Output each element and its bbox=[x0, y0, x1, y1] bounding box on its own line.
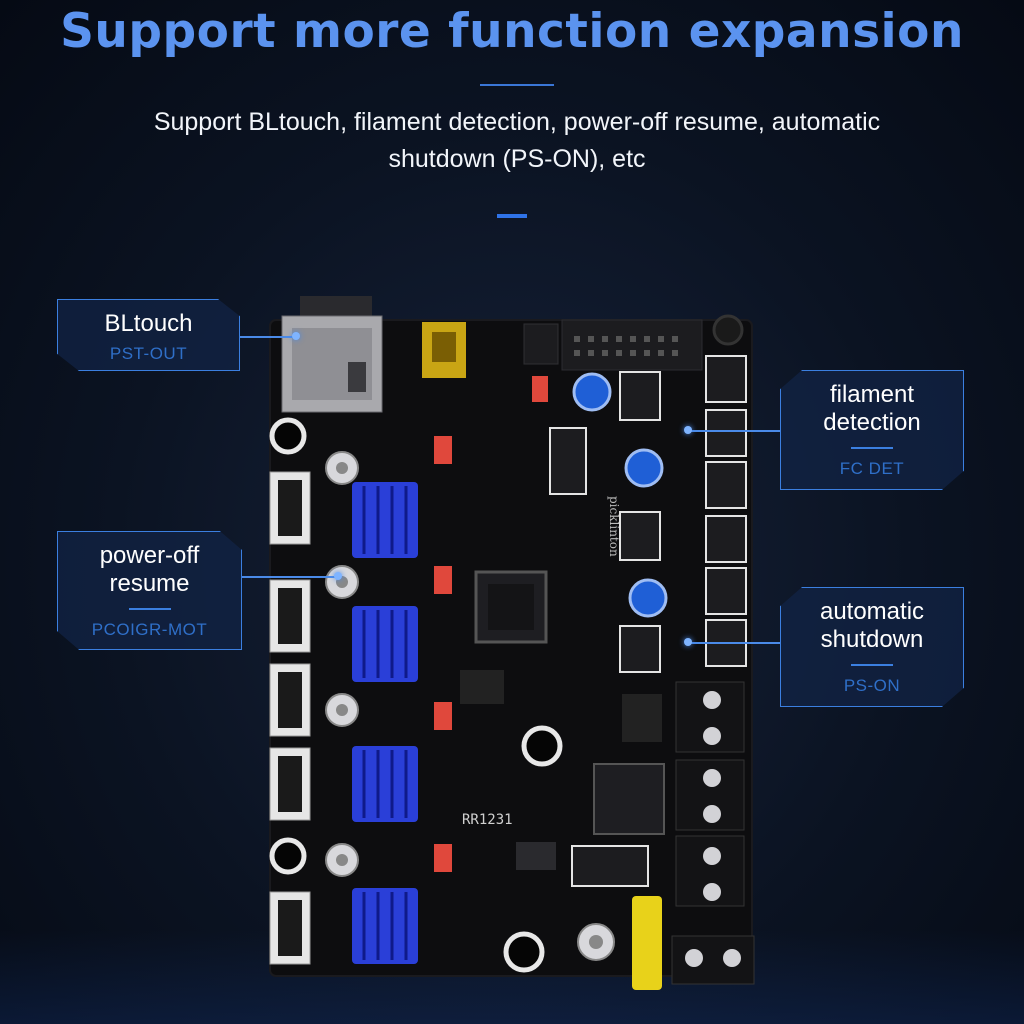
connector-shutdown bbox=[690, 642, 780, 644]
callout-power-off-label-2: resume bbox=[109, 570, 190, 597]
callout-bltouch: BLtouch PST-OUT bbox=[57, 299, 240, 371]
yellow-jumper bbox=[632, 896, 662, 990]
title-divider bbox=[480, 84, 554, 86]
mount-hole bbox=[521, 725, 563, 767]
callout-shutdown-rule bbox=[851, 664, 893, 666]
callout-power-off-rule bbox=[128, 608, 171, 610]
connector-dot-bltouch bbox=[292, 332, 300, 340]
subtitle-line-2: shutdown (PS-ON), etc bbox=[388, 145, 646, 173]
callout-power-off-port: PCOIGR-MOT bbox=[91, 620, 208, 639]
callout-shutdown: automatic shutdown PS-ON bbox=[780, 587, 964, 707]
stepper-pots bbox=[325, 451, 615, 961]
subtitle-divider bbox=[497, 214, 527, 218]
mainboard-illustration: RR1231 picklinton bbox=[262, 296, 762, 996]
page-title: Support more function expansion bbox=[60, 4, 964, 59]
callout-bltouch-label: BLtouch bbox=[104, 310, 193, 337]
callout-filament-label-2: detection bbox=[823, 409, 921, 436]
callout-shutdown-label-1: automatic bbox=[819, 598, 925, 625]
connector-bltouch bbox=[240, 336, 296, 338]
driver-heatsinks bbox=[352, 482, 418, 964]
page-subtitle: Support BLtouch, filament detection, pow… bbox=[100, 104, 934, 178]
blue-trimpots bbox=[572, 372, 668, 618]
mainboard-svg: RR1231 picklinton bbox=[269, 296, 755, 990]
mount-hole bbox=[269, 837, 307, 875]
connector-dot-shutdown bbox=[684, 638, 692, 646]
callout-power-off-label-1: power-off bbox=[99, 542, 200, 569]
callout-filament-label-1: filament bbox=[829, 381, 915, 408]
vertical-silkscreen: picklinton bbox=[607, 496, 621, 557]
callout-bltouch-port: PST-OUT bbox=[109, 344, 188, 363]
mount-hole bbox=[712, 314, 744, 346]
connector-dot-power-off bbox=[334, 572, 342, 580]
callout-power-off: power-off resume PCOIGR-MOT bbox=[57, 531, 242, 650]
subtitle-line-1: Support BLtouch, filament detection, pow… bbox=[153, 108, 881, 136]
callout-shutdown-label-2: shutdown bbox=[820, 626, 924, 653]
callout-shutdown-port: PS-ON bbox=[843, 676, 901, 695]
silkscreen-text: RR1231 bbox=[462, 812, 513, 828]
connector-power-off bbox=[242, 576, 338, 578]
callout-filament: filament detection FC DET bbox=[780, 370, 964, 490]
mount-hole bbox=[269, 417, 307, 455]
callout-filament-rule bbox=[851, 447, 893, 449]
right-connectors bbox=[549, 355, 747, 673]
callout-filament-port: FC DET bbox=[839, 459, 905, 478]
exp-header bbox=[561, 319, 703, 371]
mount-hole bbox=[503, 931, 545, 973]
mcu-chip bbox=[474, 570, 548, 644]
connector-filament bbox=[690, 430, 780, 432]
red-capacitors bbox=[434, 376, 548, 872]
connector-dot-filament bbox=[684, 426, 692, 434]
